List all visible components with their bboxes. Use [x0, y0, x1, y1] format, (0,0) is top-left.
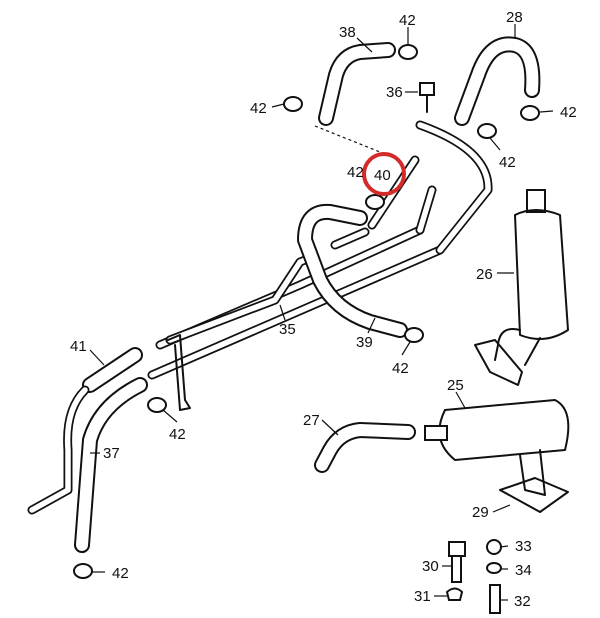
muffler-26: [474, 189, 569, 386]
leader-lines: [89, 24, 554, 601]
label-37: 37: [103, 445, 120, 462]
label-41: 41: [70, 338, 87, 355]
label-42: 42: [560, 104, 577, 121]
pipe-37: [27, 377, 148, 553]
label-31: 31: [414, 588, 431, 605]
hose-39: [297, 203, 408, 338]
label-26: 26: [476, 266, 493, 283]
label-34: 34: [515, 562, 532, 579]
label-42: 42: [112, 565, 129, 582]
label-32: 32: [514, 593, 531, 610]
label-35: 35: [279, 321, 296, 338]
hose-41: [82, 347, 143, 393]
clamps-42: [73, 44, 540, 579]
label-33: 33: [515, 538, 532, 555]
label-42: 42: [499, 154, 516, 171]
label-40: 40: [374, 167, 391, 184]
label-28: 28: [506, 9, 523, 26]
bracket: [167, 334, 191, 411]
label-29: 29: [472, 504, 489, 521]
label-27: 27: [303, 412, 320, 429]
hose-38: [318, 42, 396, 126]
hose-28: [454, 36, 541, 126]
muffler-25: [424, 399, 570, 513]
label-42: 42: [169, 426, 186, 443]
label-42: 42: [392, 360, 409, 377]
label-39: 39: [356, 334, 373, 351]
pipe-35: [147, 120, 493, 380]
label-36: 36: [386, 84, 403, 101]
label-30: 30: [422, 558, 439, 575]
label-42: 42: [347, 164, 364, 181]
label-38: 38: [339, 24, 356, 41]
label-42: 42: [399, 12, 416, 29]
label-25: 25: [447, 377, 464, 394]
hose-27: [314, 422, 416, 473]
label-42: 42: [250, 100, 267, 117]
fasteners: [419, 82, 502, 614]
highlight-circle: [362, 152, 406, 196]
